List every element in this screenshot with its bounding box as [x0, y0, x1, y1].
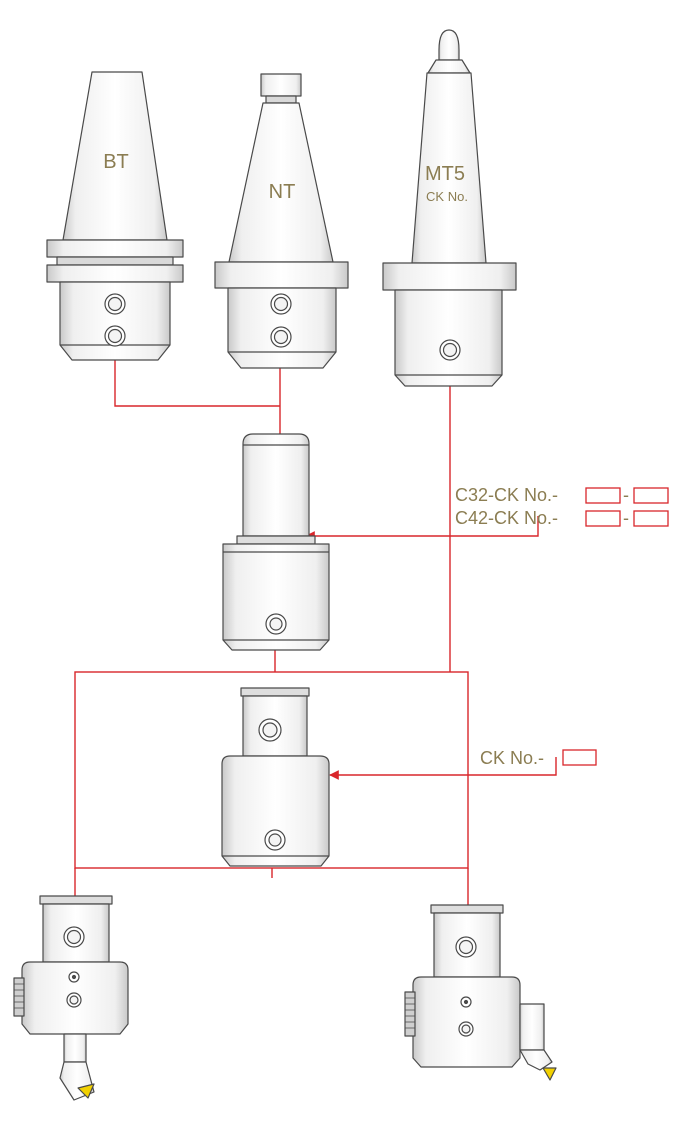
left-head-screw-icon	[66, 992, 82, 1008]
bt-holder	[46, 71, 184, 361]
c42-input-box-1	[585, 510, 621, 527]
c32-input-box-2	[633, 487, 669, 504]
bt-screw-icon	[104, 293, 126, 315]
nt-holder	[214, 73, 349, 369]
ck-callout-label: CK No.-	[480, 748, 544, 768]
extension-module	[221, 687, 330, 867]
extension-screw-icon	[264, 829, 286, 851]
right-head-screw-icon	[458, 1021, 474, 1037]
right-head-dial-icon	[460, 996, 472, 1008]
c42-callout-label: C42-CK No.-	[455, 508, 558, 528]
adapter-screw-icon	[265, 613, 287, 635]
bt-label: BT	[103, 151, 129, 173]
c32-pointer-line	[305, 516, 539, 541]
bt-nt-link-line	[114, 360, 280, 407]
nt-label: NT	[269, 181, 296, 203]
boring-head-right	[404, 904, 557, 1081]
c32-input-box-1	[585, 487, 621, 504]
c32-separator: -	[623, 485, 629, 505]
nt-screw-icon	[270, 326, 292, 348]
connection-lines	[74, 360, 557, 905]
c42-input-box-2	[633, 510, 669, 527]
nt-screw-icon	[270, 293, 292, 315]
left-head-dial-icon	[68, 971, 80, 983]
c32-callout-label: C32-CK No.-	[455, 485, 558, 505]
mt5-holder	[382, 29, 517, 387]
mt5-ck-label: CK No.	[426, 189, 468, 204]
right-insert-icon	[542, 1067, 557, 1081]
reduction-adapter	[222, 433, 330, 651]
mt5-label: MT5	[425, 163, 465, 185]
mt5-screw-icon	[439, 339, 461, 361]
right-head-bolt-icon	[455, 936, 477, 958]
c42-separator: -	[623, 508, 629, 528]
bt-screw-icon	[104, 325, 126, 347]
left-head-bolt-icon	[63, 926, 85, 948]
extension-bolt-icon	[258, 718, 282, 742]
left-insert-icon	[77, 1083, 95, 1099]
ck-pointer-line	[329, 757, 557, 780]
ck-input-box	[562, 749, 597, 766]
boring-head-left	[13, 895, 129, 1101]
